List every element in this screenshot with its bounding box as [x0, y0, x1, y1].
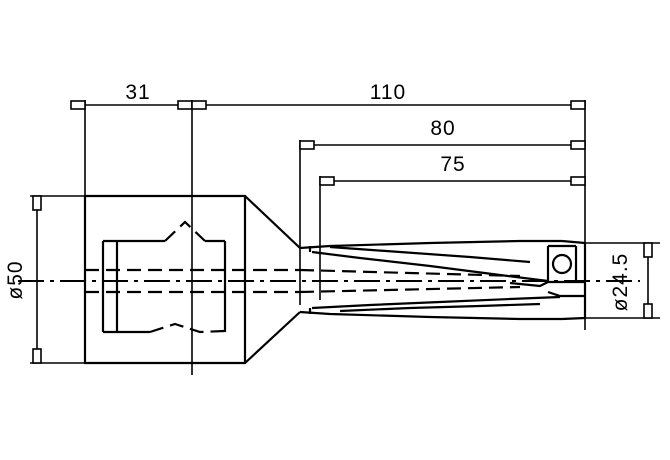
tip-relief-top: [509, 281, 549, 288]
tick-75-left: [319, 176, 335, 186]
tick-80-right: [570, 140, 586, 150]
dimension-label-110: 110: [370, 81, 406, 104]
extension-lines: [30, 100, 660, 375]
dimension-label-80: 80: [430, 117, 455, 140]
tick-31-left: [70, 100, 86, 110]
hidden-coolant-top: [299, 268, 521, 278]
flute-body-top-profile: [299, 239, 562, 250]
dimension-lines: [36, 104, 649, 363]
flute-helix-lines-lower: [311, 295, 561, 313]
shank-body-outline: [83, 194, 247, 365]
tick-80-left: [299, 140, 315, 150]
flute-helix-top-2: [329, 245, 531, 264]
taper-chamfer-top: [244, 195, 301, 249]
tip-shoulder-bottom: [561, 316, 586, 321]
shank-internal-detail: [101, 239, 227, 334]
tick-75-right: [570, 176, 586, 186]
clamp-screw-hole: [551, 253, 573, 275]
tip-relief-lines: [509, 281, 585, 298]
hidden-bore-lines: [85, 220, 521, 334]
dimension-label-d50: ø50: [4, 260, 27, 299]
tick-d50-bottom: [32, 348, 42, 364]
part-outline: [83, 194, 587, 365]
hidden-counterbore-bottom: [149, 322, 226, 334]
insert-pocket: [546, 244, 585, 284]
taper-chamfer-bottom: [244, 311, 301, 364]
tip-relief-bottom: [547, 290, 585, 298]
tick-110-left: [191, 100, 207, 110]
tick-110-right: [570, 100, 586, 110]
flute-body-bottom-profile: [299, 310, 562, 321]
flute-helix-lines-upper: [311, 245, 549, 283]
tip-shoulder-top: [561, 239, 586, 245]
tick-d245-bottom: [643, 303, 653, 319]
tick-d245-top: [643, 242, 653, 258]
dimension-label-31: 31: [125, 81, 150, 104]
hidden-counterbore-top: [164, 220, 206, 242]
dimension-label-75: 75: [440, 153, 465, 176]
dimension-terminators: [32, 100, 653, 364]
tick-31-right: [177, 100, 193, 110]
tick-d50-top: [32, 195, 42, 211]
flute-helix-top-1: [311, 250, 549, 283]
hidden-coolant-bottom: [299, 285, 521, 294]
flute-helix-bottom-1: [311, 295, 561, 310]
flute-helix-bottom-2: [339, 302, 541, 313]
